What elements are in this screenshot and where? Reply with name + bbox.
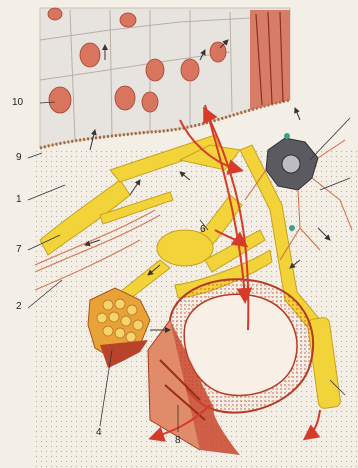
label-8: 8 [175,436,181,446]
label-9: 9 [16,153,22,163]
label-10: 10 [12,98,23,108]
label-7: 7 [16,245,22,255]
label-6: 6 [200,225,206,235]
label-2: 2 [16,302,22,312]
label-4: 4 [96,428,102,438]
label-1: 1 [16,195,22,205]
